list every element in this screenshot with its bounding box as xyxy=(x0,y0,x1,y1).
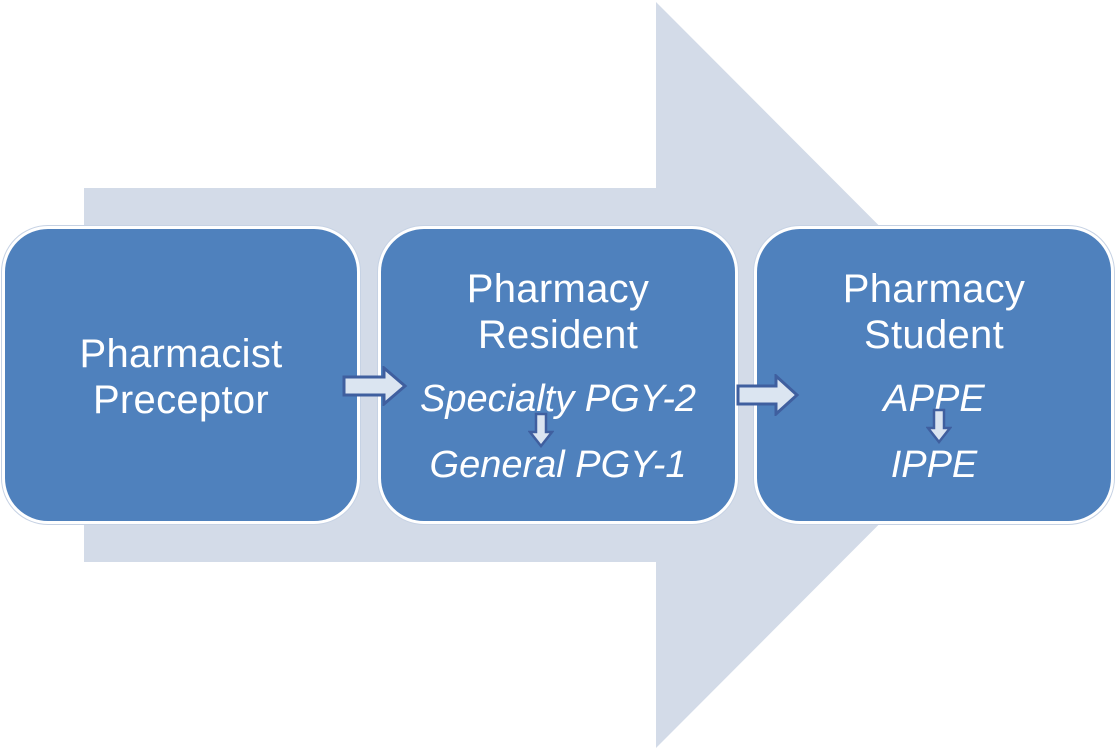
connector-arrow-appe-to-ippe xyxy=(926,408,952,444)
preceptor-title-line2: Preceptor xyxy=(92,378,270,422)
student-title-line1: Pharmacy xyxy=(842,267,1026,311)
resident-title-line2: Resident xyxy=(477,313,639,357)
pharmacy-resident-box: Pharmacy Resident Specialty PGY-2 Genera… xyxy=(378,226,738,524)
connector-arrow-resident-to-student xyxy=(736,374,800,416)
pharmacy-student-box: Pharmacy Student APPE IPPE xyxy=(754,226,1114,524)
resident-title-line1: Pharmacy xyxy=(466,267,650,311)
connector-arrow-specialty-to-general xyxy=(528,412,554,448)
pharmacist-preceptor-box: Pharmacist Preceptor xyxy=(2,226,360,524)
resident-level-general: General PGY-1 xyxy=(429,444,687,486)
resident-level-specialty: Specialty PGY-2 xyxy=(420,378,696,420)
connector-arrow-preceptor-to-resident xyxy=(342,366,408,406)
preceptor-title-line1: Pharmacist xyxy=(79,332,283,376)
student-title-line2: Student xyxy=(864,313,1004,357)
student-level-ippe: IPPE xyxy=(890,444,978,486)
